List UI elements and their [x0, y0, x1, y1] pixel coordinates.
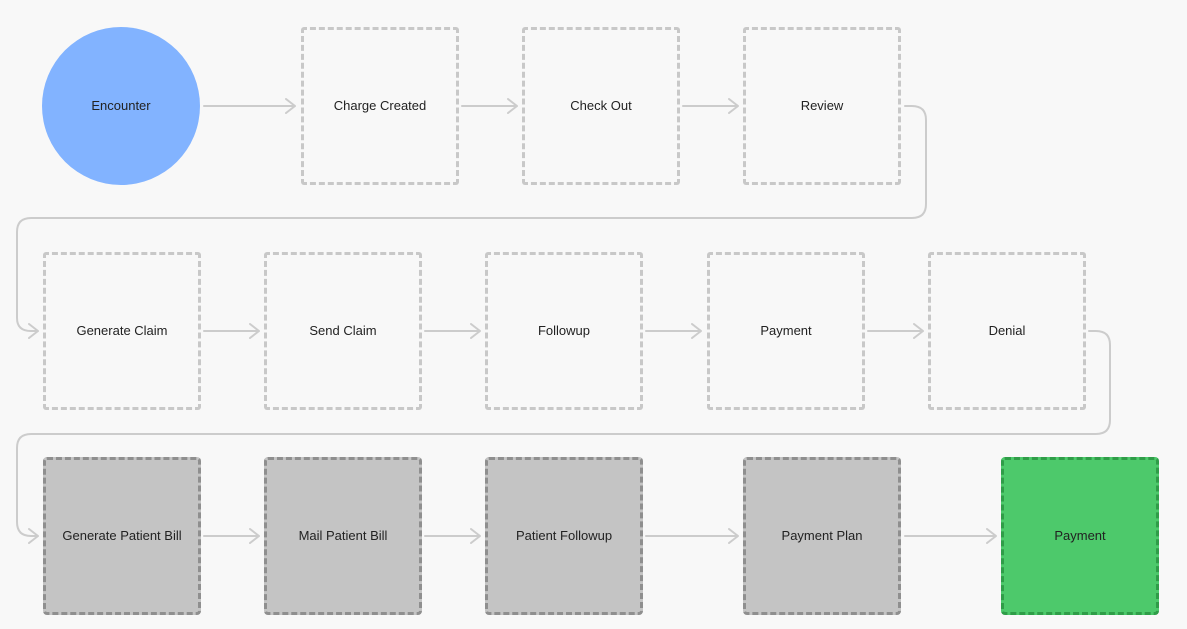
node-followup: Followup — [485, 252, 643, 410]
node-label: Check Out — [570, 97, 632, 113]
node-charge-created: Charge Created — [301, 27, 459, 185]
node-mail-patient-bill: Mail Patient Bill — [264, 457, 422, 615]
node-generate-claim: Generate Claim — [43, 252, 201, 410]
node-label: Charge Created — [333, 97, 427, 113]
arrow-payment-to-denial — [867, 323, 924, 339]
node-label: Generate Claim — [76, 322, 168, 338]
arrow-generate-patient-bill-to-mail-patient-bill — [203, 528, 260, 544]
node-label: Followup — [537, 322, 591, 338]
arrow-send-claim-to-followup — [424, 323, 481, 339]
arrow-generate-claim-to-send-claim — [203, 323, 260, 339]
node-encounter: Encounter — [42, 27, 200, 185]
node-review: Review — [743, 27, 901, 185]
node-label: Payment — [760, 322, 812, 338]
node-patient-followup: Patient Followup — [485, 457, 643, 615]
arrow-mail-patient-bill-to-patient-followup — [424, 528, 481, 544]
arrow-followup-to-payment — [645, 323, 702, 339]
node-check-out: Check Out — [522, 27, 680, 185]
arrow-check-out-to-review — [682, 98, 739, 114]
node-denial: Denial — [928, 252, 1086, 410]
node-send-claim: Send Claim — [264, 252, 422, 410]
arrow-encounter-to-charge-created — [203, 98, 296, 114]
arrow-charge-created-to-check-out — [461, 98, 518, 114]
node-label: Generate Patient Bill — [62, 527, 182, 543]
node-label: Encounter — [91, 97, 151, 113]
node-label: Send Claim — [309, 322, 377, 338]
arrow-patient-followup-to-payment-plan — [645, 528, 739, 544]
node-label: Denial — [988, 322, 1026, 338]
node-label: Patient Followup — [515, 527, 613, 543]
node-label: Mail Patient Bill — [298, 527, 388, 543]
node-label: Payment Plan — [781, 527, 863, 543]
arrow-payment-plan-to-payment — [904, 528, 997, 544]
node-label: Review — [800, 97, 844, 113]
node-payment-plan: Payment Plan — [743, 457, 901, 615]
node-label: Payment — [1054, 527, 1106, 543]
node-payment: Payment — [707, 252, 865, 410]
node-final-payment: Payment — [1001, 457, 1159, 615]
node-generate-patient-bill: Generate Patient Bill — [43, 457, 201, 615]
